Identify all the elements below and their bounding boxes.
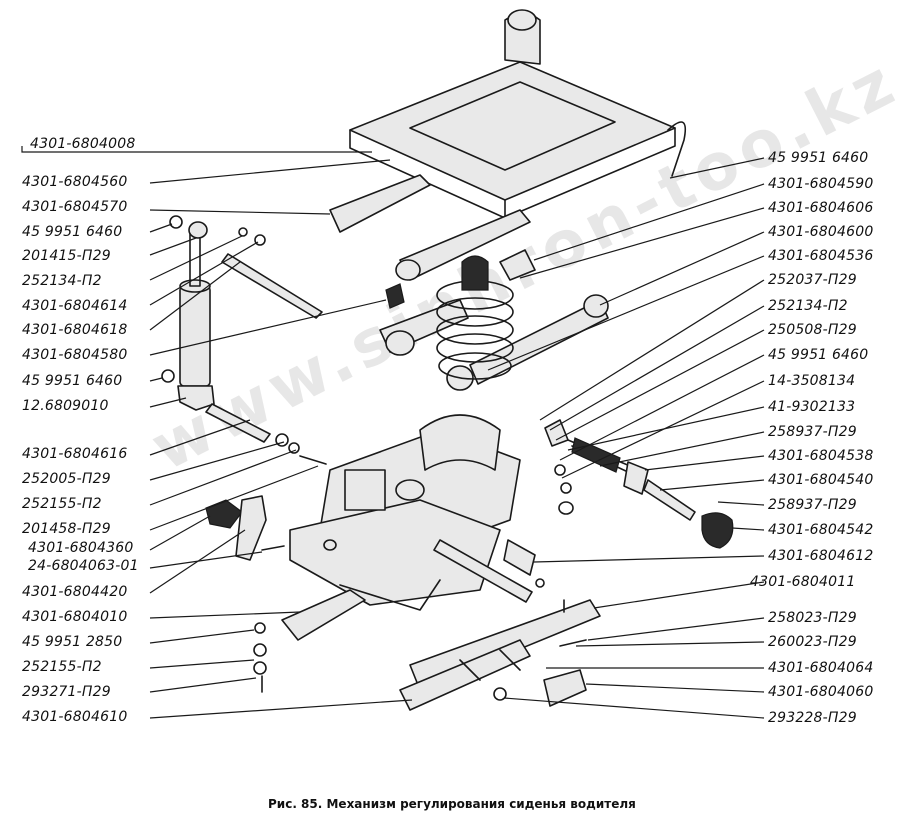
part-label: 258937-П29 [768, 424, 857, 440]
shock-absorber-part [177, 221, 323, 411]
part-label: 4301-6804011 [750, 574, 856, 590]
part-label: 45 9951 2850 [22, 634, 123, 650]
part-label: 4301-6804064 [768, 660, 874, 676]
part-label: 4301-6804618 [22, 322, 128, 338]
part-label: 252155-П2 [22, 496, 102, 512]
part-label: 250508-П29 [768, 322, 857, 338]
part-label: 201458-П29 [22, 521, 111, 537]
part-label: 293228-П29 [768, 710, 857, 726]
part-label: 4301-6804616 [22, 446, 128, 462]
part-label: 252037-П29 [768, 272, 857, 288]
part-label: 4301-6804360 [28, 540, 134, 556]
seat-frame-part [349, 9, 687, 219]
part-label: 45 9951 6460 [768, 150, 869, 166]
shaft-part [433, 539, 545, 603]
part-label: 4301-6804540 [768, 472, 874, 488]
part-label: 4301-6804570 [22, 199, 128, 215]
assembly-bracket-line [21, 146, 372, 153]
part-label: 45 9951 6460 [22, 224, 123, 240]
part-label: 12.6809010 [22, 398, 109, 414]
part-label: 258937-П29 [768, 497, 857, 513]
part-label: 4301-6804610 [22, 709, 128, 725]
part-label: 4301-6804614 [22, 298, 128, 314]
part-label: 252134-П2 [768, 298, 848, 314]
part-label: 4301-6804538 [768, 448, 874, 464]
slide-rail-part [253, 589, 601, 711]
part-label: 4301-6804590 [768, 176, 874, 192]
part-label: 252134-П2 [22, 273, 102, 289]
coil-spring-part [436, 255, 514, 380]
part-label: 4301-6804600 [768, 224, 874, 240]
part-label: 4301-6804542 [768, 522, 874, 538]
scissor-arms-part [329, 174, 609, 391]
part-label: 45 9951 6460 [22, 373, 123, 389]
part-label: 201415-П29 [22, 248, 111, 264]
figure-caption: Рис. 85. Механизм регулирования сиденья … [268, 797, 636, 811]
leader-lines [149, 157, 765, 719]
part-label: 4301-6804612 [768, 548, 874, 564]
part-label: 45 9951 6460 [768, 347, 869, 363]
part-label: 260023-П29 [768, 634, 857, 650]
part-label: 24-6804063-01 [28, 558, 139, 574]
part-label: 4301-6804606 [768, 200, 874, 216]
base-housing-part [289, 414, 521, 611]
adjusting-screw-part [544, 419, 734, 549]
part-label: 14-3508134 [768, 373, 856, 389]
part-label: 4301-6804010 [22, 609, 128, 625]
fasteners-left [161, 215, 405, 561]
part-label: 4301-6804560 [22, 174, 128, 190]
part-label: 4301-6804420 [22, 584, 128, 600]
part-label: 258023-П29 [768, 610, 857, 626]
part-label: 252155-П2 [22, 659, 102, 675]
part-label: 41-9302133 [768, 399, 856, 415]
part-label: 4301-6804580 [22, 347, 128, 363]
part-label: 4301-6804008 [30, 136, 136, 152]
part-label: 4301-6804536 [768, 248, 874, 264]
part-label: 293271-П29 [22, 684, 111, 700]
part-label: 4301-6804060 [768, 684, 874, 700]
part-label: 252005-П29 [22, 471, 111, 487]
